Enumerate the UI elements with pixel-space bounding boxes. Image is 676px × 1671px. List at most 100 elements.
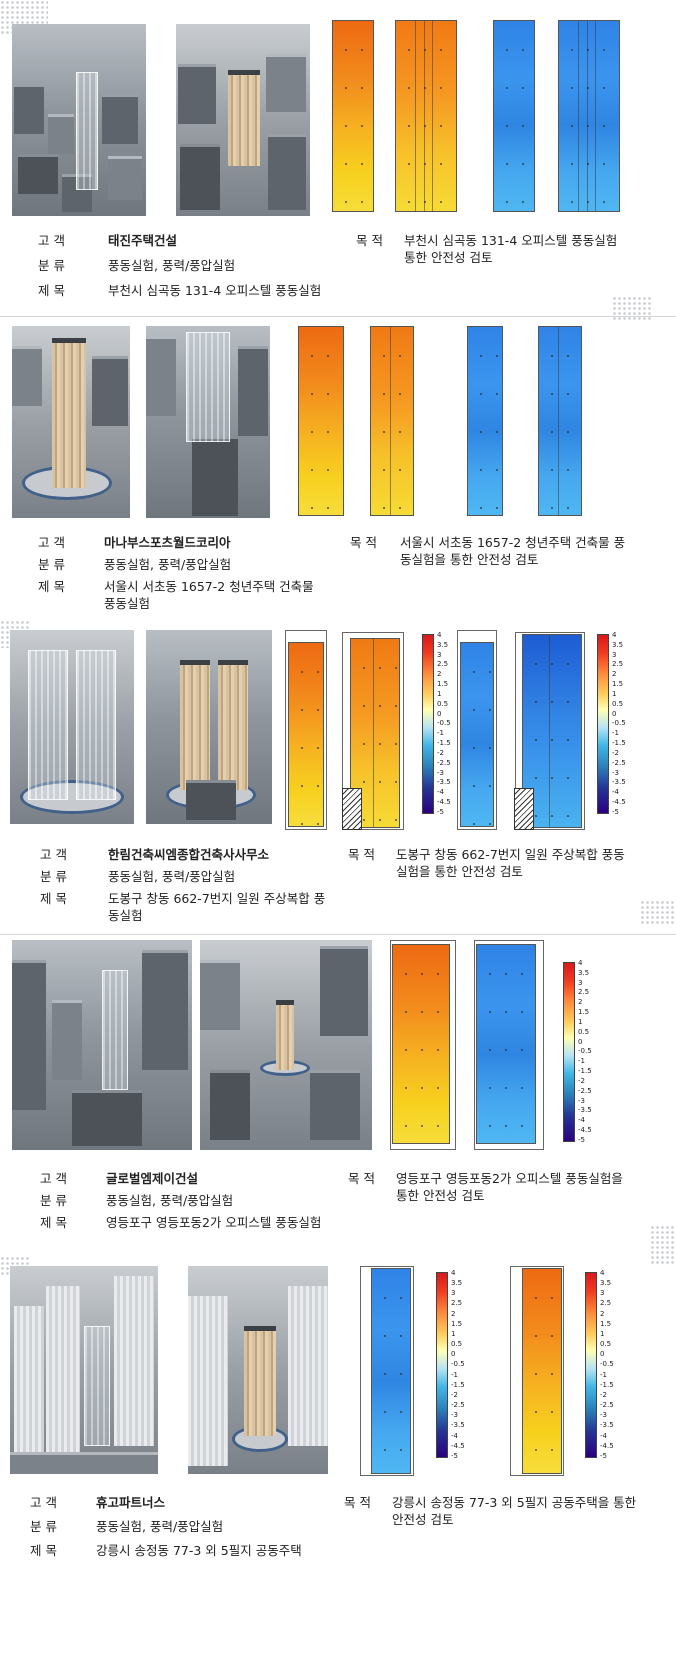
label-title: 제 목 [38,579,65,594]
model-photo-closeup [146,326,270,518]
model-photo-closeup [146,630,272,824]
decorative-dots [640,900,676,926]
wind-pressure-map-negative [476,944,536,1144]
project-meta: 고 객 태진주택건설 분 류 풍동실험, 풍력/풍압실험 제 목 부천시 심곡동… [0,232,676,312]
decorative-dots [650,1225,676,1265]
wind-pressure-map-negative [371,1268,411,1474]
label-category: 분 류 [40,869,67,884]
map-frame [342,632,404,830]
wind-pressure-map-positive [522,1268,562,1474]
label-client: 고 객 [38,233,65,248]
project-meta: 고 객 마나부스포츠월드코리아 분 류 풍동실험, 풍력/풍압실험 제 목 서울… [0,534,676,614]
client-name: 휴고파트너스 [96,1495,166,1510]
map-frame [515,632,585,830]
model-photo-overview [12,24,146,216]
category-value: 풍동실험, 풍력/풍압실험 [108,869,236,884]
color-scale-bar [422,634,434,814]
title-value: 부천시 심곡동 131-4 오피스텔 풍동실험 [108,283,322,298]
tower-model [28,650,68,800]
map-frame [360,1266,414,1476]
tower-model [276,1000,294,1070]
color-scale-bar [436,1272,448,1458]
title-value: 영등포구 영등포동2가 오피스텔 풍동실험 [106,1215,322,1230]
label-category: 분 류 [38,258,65,273]
label-category: 분 류 [40,1193,67,1208]
purpose-value: 도봉구 창동 662-7번지 일원 주상복합 풍동실험을 통한 안전성 검토 [396,847,625,879]
label-purpose: 목 적 [356,233,383,248]
label-client: 고 객 [40,1171,67,1186]
model-photo-closeup [188,1266,328,1474]
tower-model [218,660,248,790]
tower-model [114,1276,154,1446]
client-name: 한림건축씨엠종합건축사사무소 [108,847,270,862]
tower-model [84,1326,110,1446]
hatched-area [342,788,362,830]
tower-model [102,970,128,1090]
map-frame [474,940,544,1150]
tower-model [76,72,98,190]
client-name: 마나부스포츠월드코리아 [104,535,231,550]
purpose-value: 강릉시 송정동 77-3 외 5필지 공동주택을 통한 안전성 검토 [392,1495,637,1527]
label-title: 제 목 [30,1543,57,1558]
title-value: 도봉구 창동 662-7번지 일원 주상복합 풍동실험 [108,891,326,923]
wind-pressure-map-positive [288,642,324,827]
category-value: 풍동실험, 풍력/풍압실험 [108,258,236,273]
tower-model [52,338,86,488]
project-card: 고 객 태진주택건설 분 류 풍동실험, 풍력/풍압실험 제 목 부천시 심곡동… [0,0,676,320]
client-name: 태진주택건설 [108,233,178,248]
tower-model [46,1286,80,1456]
divider [0,316,676,317]
category-value: 풍동실험, 풍력/풍압실험 [104,557,232,572]
purpose-value: 영등포구 영등포동2가 오피스텔 풍동실험을 통한 안전성 검토 [396,1171,623,1203]
label-title: 제 목 [40,891,67,906]
tower-model [14,1306,44,1456]
hatched-area [514,788,534,830]
wind-pressure-map-positive [395,20,457,212]
map-frame [285,630,327,830]
label-category: 분 류 [38,557,65,572]
wind-pressure-map-negative [467,326,503,516]
label-client: 고 객 [40,847,67,862]
wind-pressure-map-negative [522,634,582,828]
label-purpose: 목 적 [350,535,377,550]
wind-pressure-map-negative [493,20,535,212]
color-scale-bar [563,962,575,1142]
label-title: 제 목 [40,1215,67,1230]
wind-pressure-map-positive [350,638,400,828]
project-card: 고 객 마나부스포츠월드코리아 분 류 풍동실험, 풍력/풍압실험 제 목 서울… [0,320,676,624]
model-photo-closeup [200,940,372,1150]
color-scale-bar [585,1272,597,1458]
title-value: 서울시 서초동 1657-2 청년주택 건축물 풍동실험 [104,579,314,611]
wind-pressure-map-negative [460,642,494,827]
map-frame [390,940,456,1150]
purpose-value: 서울시 서초동 1657-2 청년주택 건축물 풍동실험을 통한 안전성 검토 [400,535,626,567]
wind-pressure-map-positive [298,326,344,516]
client-name: 글로벌엠제이건설 [106,1171,199,1186]
label-client: 고 객 [30,1495,57,1510]
label-client: 고 객 [38,535,65,550]
tower-model [180,660,210,790]
wind-pressure-map-negative [558,20,620,212]
wind-pressure-map-positive [332,20,374,212]
project-meta: 고 객 한림건축씨엠종합건축사사무소 분 류 풍동실험, 풍력/풍압실험 제 목… [0,846,676,926]
model-photo-overview [12,940,192,1150]
tower-model [76,650,116,800]
label-purpose: 목 적 [348,847,375,862]
model-photo-overview [10,1266,158,1474]
model-photo-overview [10,630,134,824]
tower-model [186,332,230,442]
model-photo-overview [12,326,130,518]
tower-model [288,1286,328,1446]
tower-model [244,1326,276,1436]
divider [0,934,676,935]
tower-model [228,70,260,166]
project-meta: 고 객 글로벌엠제이건설 분 류 풍동실험, 풍력/풍압실험 제 목 영등포구 … [0,1170,676,1250]
